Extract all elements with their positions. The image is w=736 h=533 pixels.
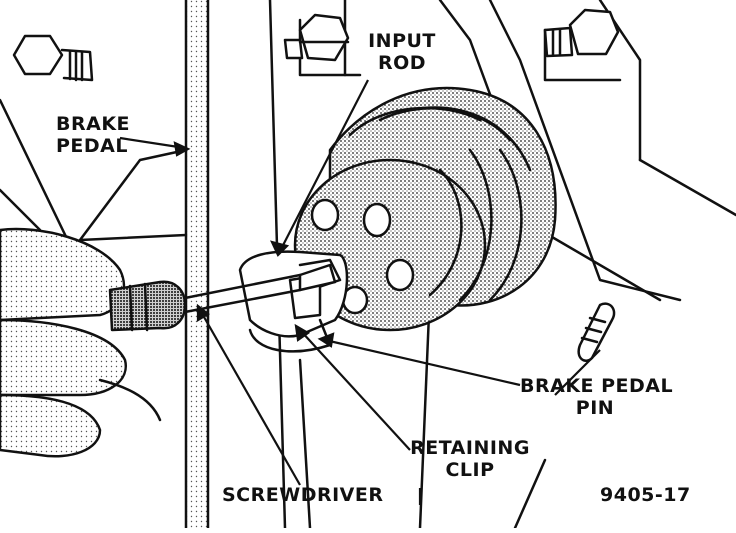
pedal-bracket-left: [0, 98, 188, 247]
label-brake-pedal-pin-line1: BRAKE PEDAL: [520, 375, 674, 397]
mounting-bracket: [268, 0, 736, 530]
leader-brake-pedal-pin: [554, 349, 601, 396]
leader-brake-pedal: [119, 136, 186, 150]
label-input-rod-line2: ROD: [377, 52, 427, 74]
label-brake-pedal-line1: BRAKE: [56, 113, 131, 135]
label-brake-pedal-pin: BRAKE PEDAL PIN: [520, 375, 674, 419]
label-retaining-clip: RETAINING CLIP: [408, 437, 532, 481]
label-retaining-clip-line1: RETAINING: [410, 437, 530, 459]
label-brake-pedal-pin-line2: PIN: [575, 397, 615, 419]
hex-bolt-top-left: [12, 34, 94, 82]
leader-brake-pedal-pin-to-clip: [324, 338, 521, 387]
figure-number: 9405-17: [600, 484, 691, 506]
leader-retaining-clip: [299, 329, 411, 451]
leader-input-rod: [277, 79, 369, 256]
booster-holes: [310, 198, 415, 315]
label-input-rod: INPUT ROD: [362, 30, 442, 74]
label-input-rod-line1: INPUT: [368, 30, 436, 52]
label-brake-pedal-line2: PEDAL: [56, 135, 128, 157]
label-retaining-clip-line2: CLIP: [445, 459, 495, 481]
hand: [0, 227, 162, 458]
leader-lines: [119, 79, 601, 505]
brake-pedal-arm: [184, 0, 210, 530]
nut-top-center: [283, 13, 350, 62]
label-brake-pedal: BRAKE PEDAL: [56, 113, 130, 157]
label-screwdriver: SCREWDRIVER: [222, 484, 384, 506]
nut-top-right: [543, 8, 620, 58]
brake-pedal-pin: [577, 302, 616, 362]
leader-screwdriver: [199, 309, 301, 486]
screwdriver: [108, 263, 337, 332]
